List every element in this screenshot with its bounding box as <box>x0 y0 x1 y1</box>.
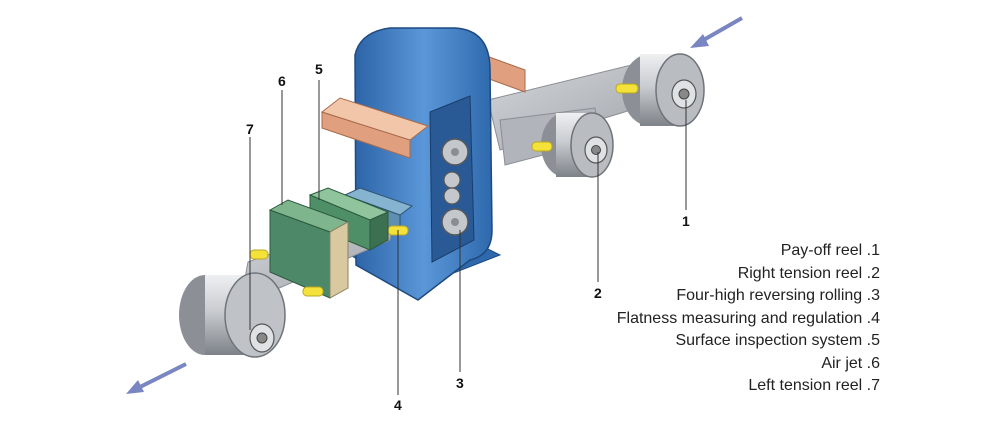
callout-2: 2 <box>594 285 602 301</box>
leader-lines <box>249 80 687 395</box>
pay-off-reel-icon <box>615 53 705 127</box>
callout-3: 3 <box>456 375 464 391</box>
legend-item-2: Right tension reel .2 <box>737 264 880 282</box>
legend-item-1: Pay-off reel .1 <box>780 242 880 259</box>
legend-item-3: Four-high reversing rolling .3 <box>676 287 880 304</box>
callout-1: 1 <box>682 213 690 229</box>
air-jet-icon <box>268 199 350 299</box>
callout-6: 6 <box>278 73 286 89</box>
arrow-in-icon <box>690 16 743 48</box>
legend-item-7: Left tension reel .7 <box>748 377 880 394</box>
four-high-mill-stand-icon <box>320 27 526 301</box>
callout-5: 5 <box>315 61 323 77</box>
legend-item-4: Flatness measuring and regulation .4 <box>616 309 880 327</box>
left-tension-reel-icon <box>179 249 324 358</box>
legend-item-5: Surface inspection system .5 <box>675 332 880 349</box>
callout-7: 7 <box>246 121 254 137</box>
right-tension-reel-icon <box>531 112 614 178</box>
callout-4: 4 <box>394 397 402 413</box>
legend-item-6: Air jet .6 <box>821 354 880 372</box>
legend: Pay-off reel .1 Right tension reel .2 Fo… <box>540 240 880 398</box>
arrow-out-icon <box>126 362 187 394</box>
